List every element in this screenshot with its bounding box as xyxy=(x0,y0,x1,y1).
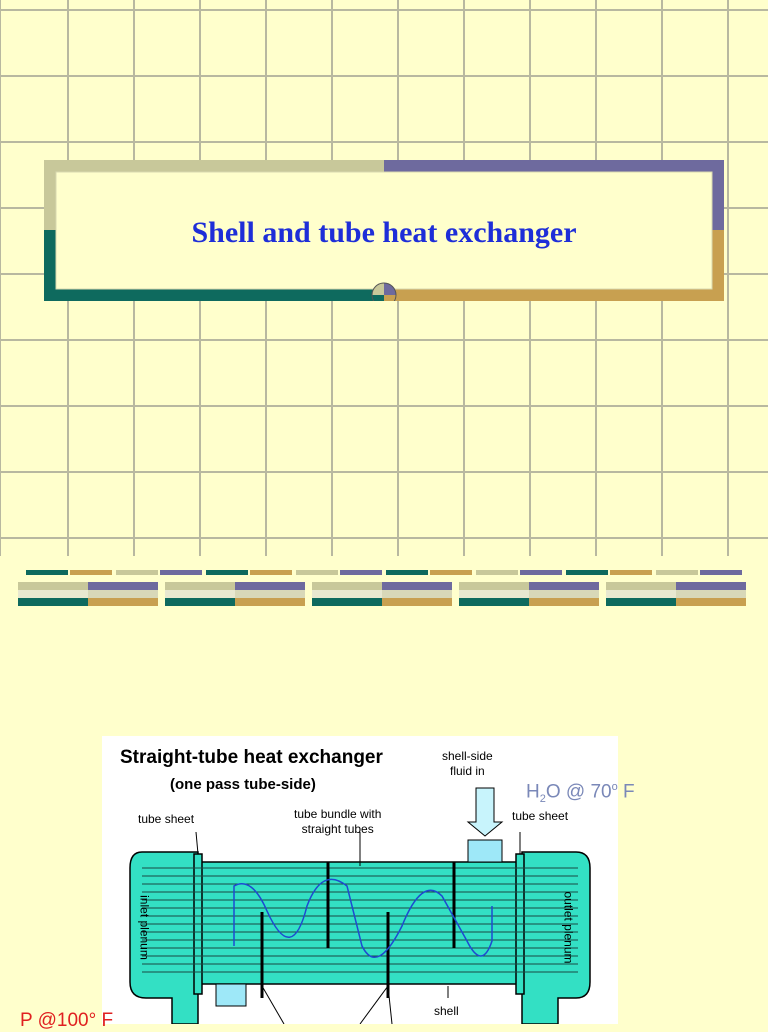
deco-bar xyxy=(206,570,248,575)
deco-bar xyxy=(26,570,68,575)
heat-exchanger-diagram: Straight-tube heat exchanger (one pass t… xyxy=(102,736,618,1024)
deco-bar xyxy=(566,570,608,575)
label-shell: shell xyxy=(434,1004,459,1018)
label-outlet-plenum: outlet plenum xyxy=(561,891,576,964)
label-shell-side-fluid-in: shell-side fluid in xyxy=(442,749,493,779)
deco-bar xyxy=(430,570,472,575)
water-temperature-note: H2O @ 70o F xyxy=(526,781,635,805)
water-note-subscript: 2 xyxy=(539,793,546,806)
deco-bar xyxy=(656,570,698,575)
deco-bar xyxy=(70,570,112,575)
water-note-degree: o xyxy=(611,781,618,793)
deco-bar xyxy=(160,570,202,575)
deco-bar xyxy=(296,570,338,575)
deco-bar xyxy=(610,570,652,575)
label-shell-side-line-1: shell-side xyxy=(442,749,493,763)
page-title: Shell and tube heat exchanger xyxy=(191,215,577,249)
title-frame: Shell and tube heat exchanger xyxy=(44,160,724,301)
deco-bar xyxy=(700,570,742,575)
deco-bar xyxy=(116,570,158,575)
label-tube-sheet-left: tube sheet xyxy=(138,812,195,826)
deco-block xyxy=(459,582,599,606)
water-note-h: H xyxy=(526,781,540,803)
deco-bar xyxy=(386,570,428,575)
deco-bar xyxy=(520,570,562,575)
water-note-unit: F xyxy=(617,781,635,803)
label-tube-bundle-line-2: straight tubes xyxy=(301,822,374,836)
label-tube-sheet-right: tube sheet xyxy=(512,809,569,823)
diagram-title: Straight-tube heat exchanger xyxy=(120,747,383,768)
deco-block xyxy=(606,582,746,606)
label-tube-bundle-line-1: tube bundle with xyxy=(294,807,382,821)
decorative-strip xyxy=(0,560,768,620)
deco-block xyxy=(165,582,305,606)
label-inlet-plenum: inlet plenum xyxy=(137,895,152,960)
label-tube-bundle: tube bundle with straight tubes xyxy=(294,807,381,837)
deco-bar xyxy=(250,570,292,575)
red-temperature-note: P @100° F xyxy=(20,1010,114,1031)
deco-bar xyxy=(476,570,518,575)
diagram-subtitle: (one pass tube-side) xyxy=(170,776,316,793)
label-shell-side-line-2: fluid in xyxy=(450,764,485,778)
background-grid xyxy=(0,0,768,556)
deco-block xyxy=(18,582,158,606)
water-note-rest: O @ 70 xyxy=(545,781,612,803)
deco-bar xyxy=(340,570,382,575)
deco-block xyxy=(312,582,452,606)
ornament-icon xyxy=(371,282,397,301)
